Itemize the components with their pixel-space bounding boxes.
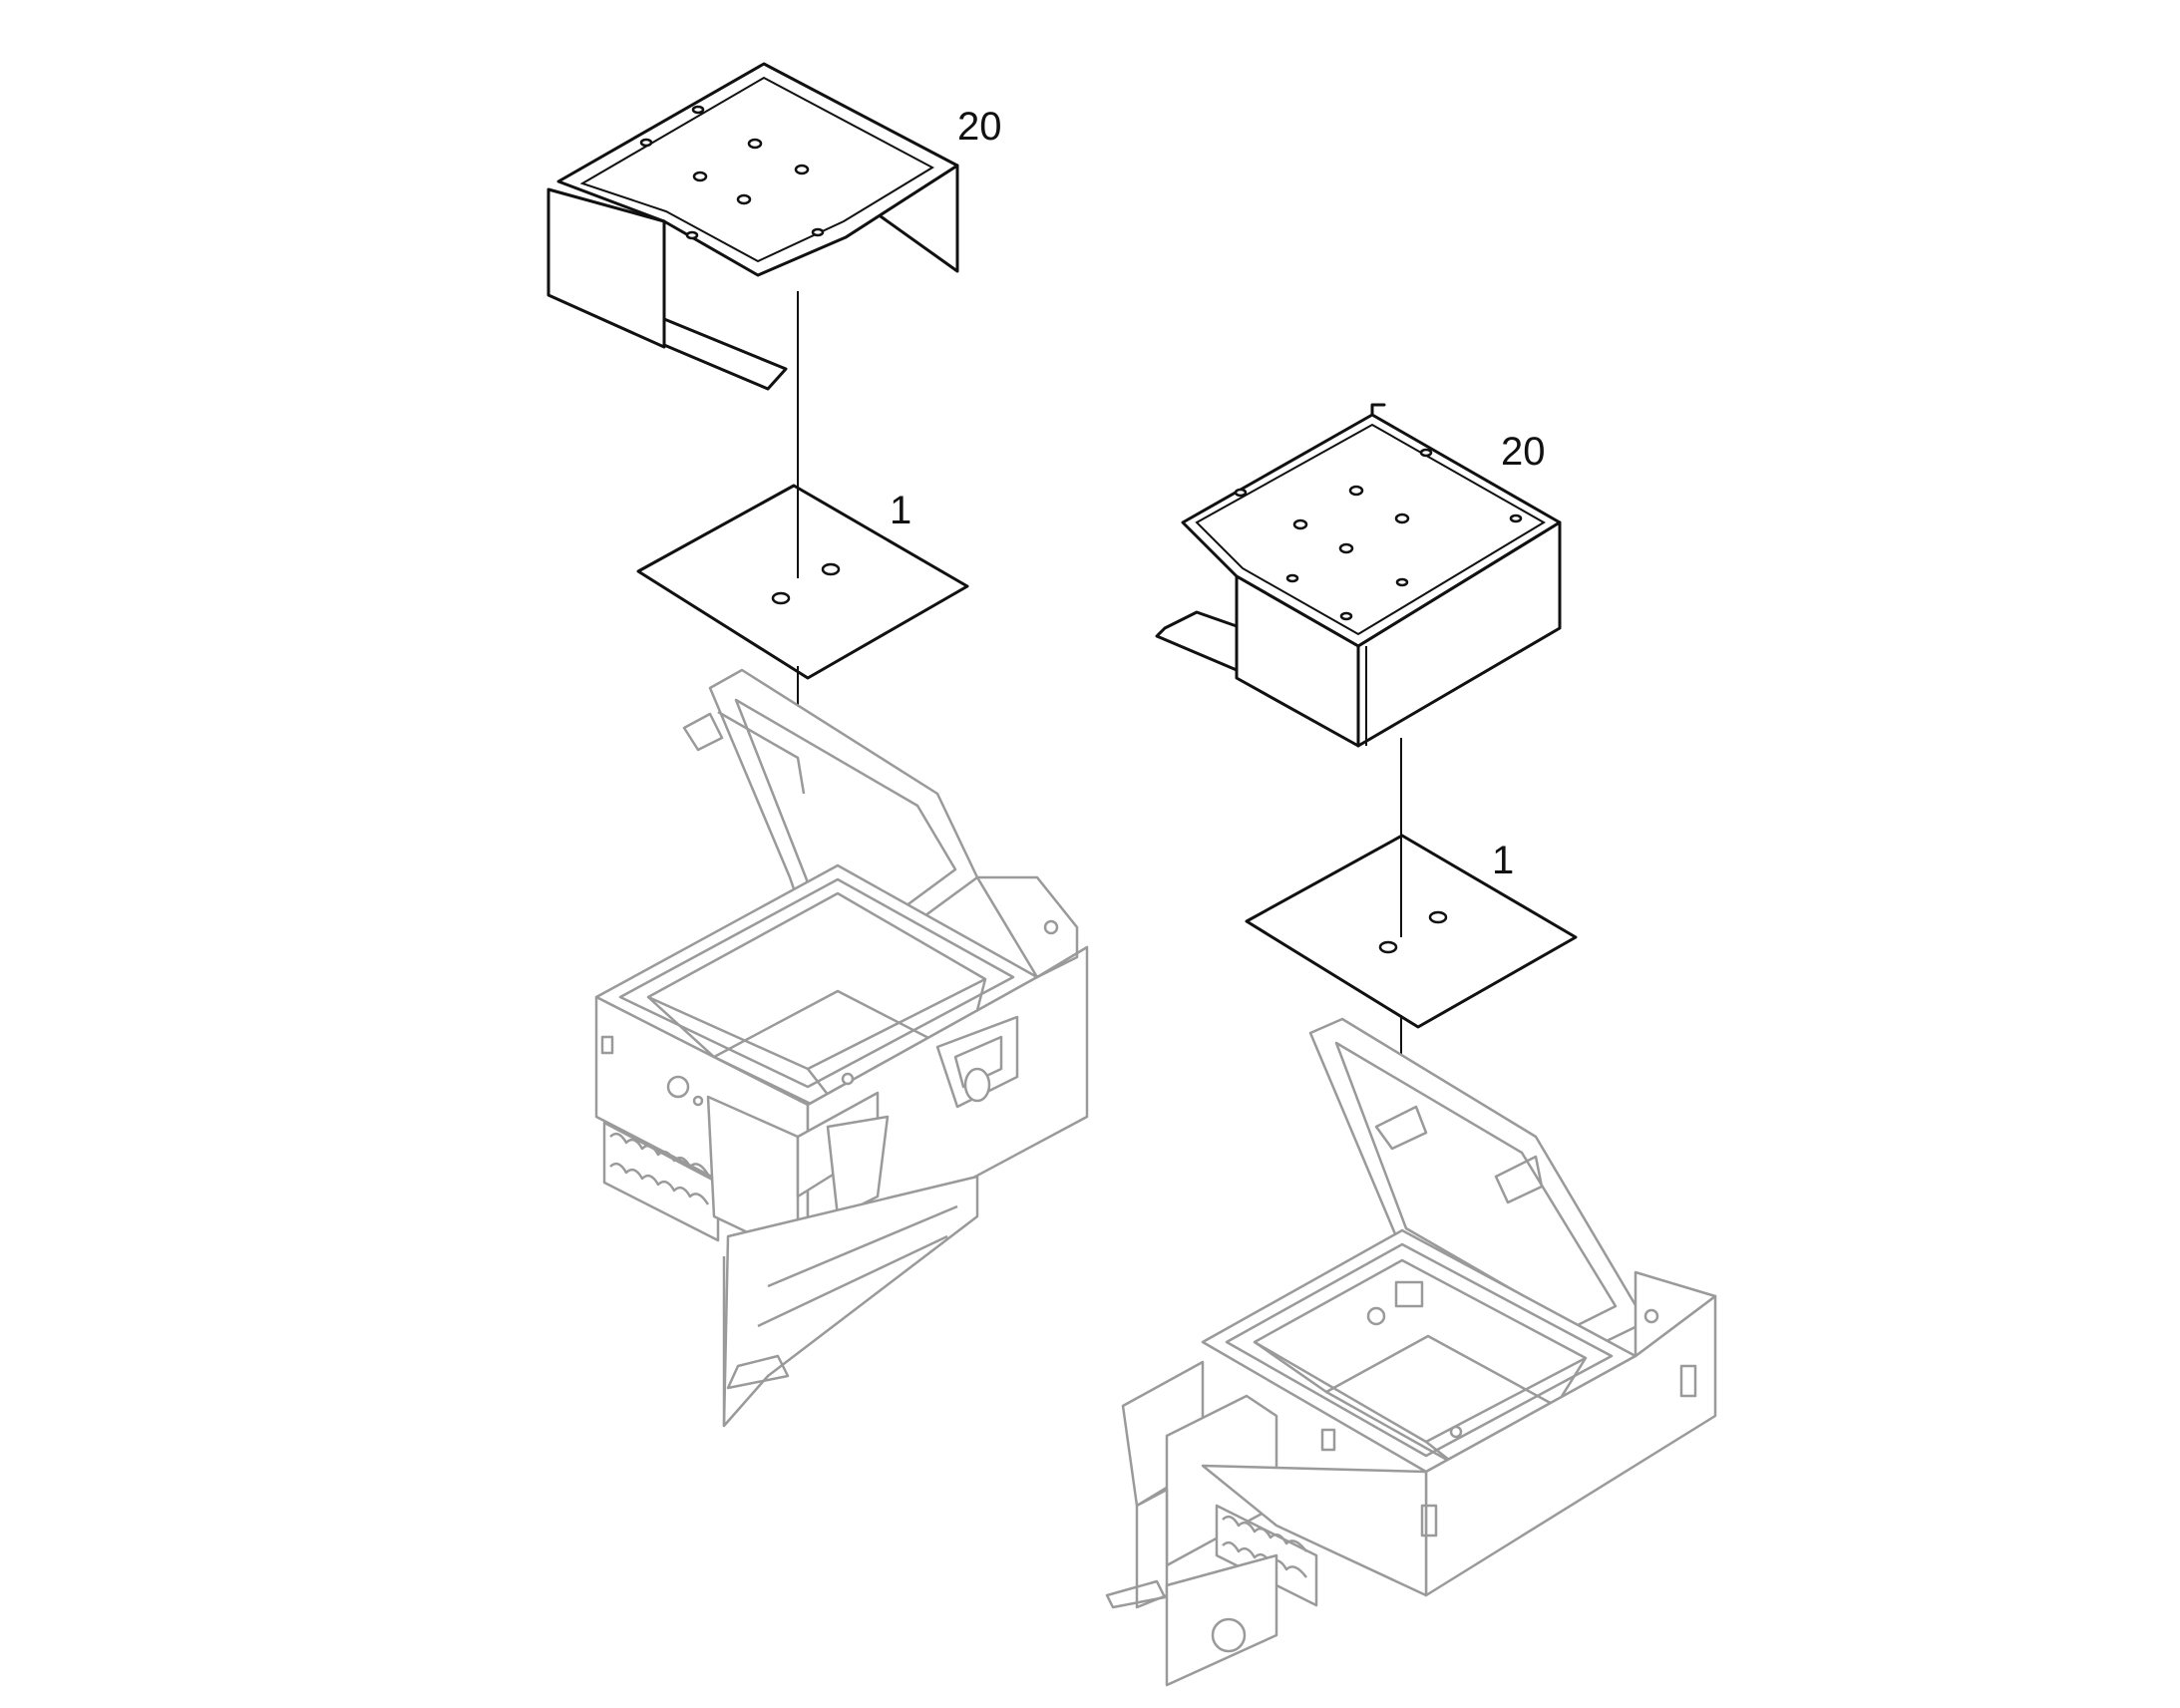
left-mat-part-1 — [636, 484, 969, 680]
right-assembly: 20 1 — [1105, 403, 1717, 1687]
right-mat-callout: 1 — [1492, 839, 1514, 882]
right-cover-part-20 — [1155, 403, 1562, 748]
right-cover-callout: 20 — [1501, 430, 1546, 474]
left-cover-part-20 — [546, 62, 959, 391]
right-base-housing — [1105, 1017, 1717, 1687]
left-assembly: 20 1 — [546, 62, 1089, 1428]
left-cover-callout: 20 — [957, 105, 1002, 149]
right-mat-part-1 — [1245, 834, 1578, 1029]
left-mat-callout: 1 — [890, 489, 911, 532]
left-base-housing — [594, 668, 1089, 1428]
